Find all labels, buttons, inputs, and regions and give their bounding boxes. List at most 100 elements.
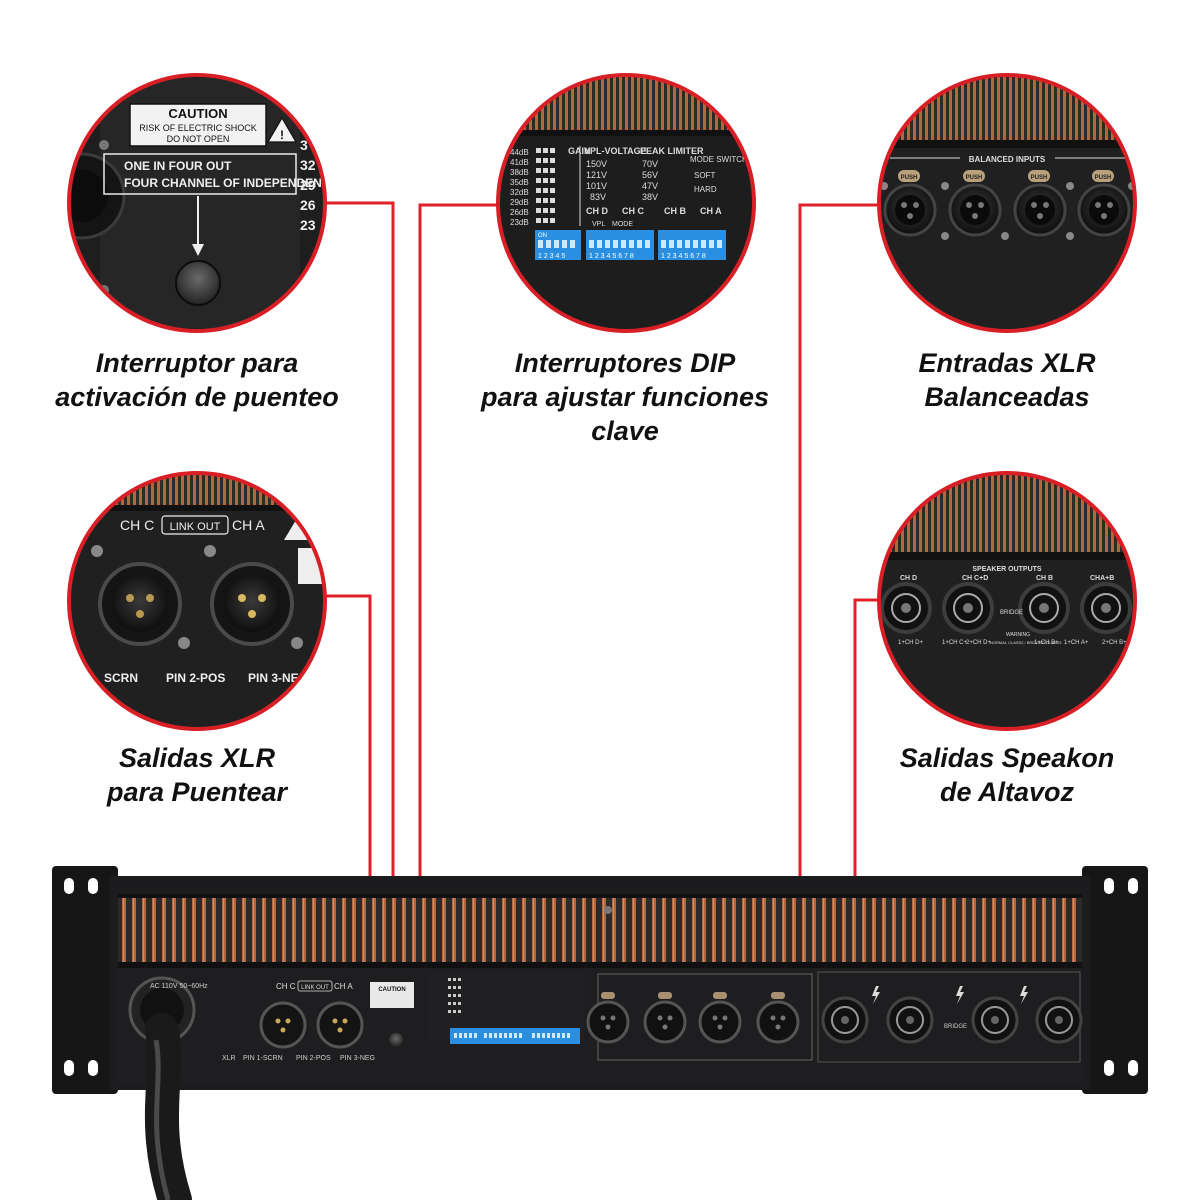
caption-xlr-inputs: Entradas XLR Balanceadas [846, 346, 1168, 414]
xlr-link-jack-ch-a[interactable] [210, 562, 294, 646]
speakon-pin-1: 1+CH C+ [942, 640, 968, 646]
speakon-jack-1[interactable] [880, 582, 932, 634]
gain-value-3: 26 [300, 197, 316, 213]
panel-bridge: BRIDGE [944, 1024, 967, 1030]
mode-switch-label: MODE SWITCH [690, 155, 748, 164]
ch-d-label: CH D [586, 206, 608, 216]
gain-value-4: 23 [300, 217, 316, 233]
dip-numbers-c: 1 2 3 4 5 6 7 8 [661, 253, 706, 260]
panel-link-out: LINK OUT [301, 985, 329, 991]
speakon-label-0: CH D [900, 575, 917, 582]
xlr-input-jack-1[interactable] [883, 170, 937, 237]
link-pin3: PIN 3-NE [248, 671, 299, 685]
volt-left-1: 121V [586, 170, 607, 180]
panel-speakon-4[interactable] [1035, 996, 1083, 1044]
speakon-jack-2[interactable] [942, 582, 994, 634]
xlr-input-jack-3[interactable] [1013, 170, 1067, 237]
speakon-label-3: CHA+B [1090, 575, 1114, 582]
caption-dip-line3: clave [591, 416, 659, 446]
power-cable [144, 1013, 192, 1200]
bridge-push-button[interactable] [175, 260, 221, 306]
dip-numbers-b: 1 2 3 4 5 6 7 8 [589, 253, 634, 260]
arrow-down-icon [192, 244, 204, 256]
link-pin2: PIN 2-POS [166, 671, 225, 685]
panel-caution: CAUTION [378, 987, 405, 993]
push-label-3: PUSH [1031, 175, 1048, 181]
xlr-input-jack-4[interactable] [1077, 170, 1131, 237]
rack-ear-right [1082, 866, 1148, 1094]
panel-speakon-1[interactable] [821, 996, 869, 1044]
panel-xlr-input-3[interactable] [698, 992, 742, 1044]
ch-a-label: CH A [700, 206, 722, 216]
panel-ch-a: CH A [334, 982, 353, 991]
panel-speakon-2[interactable] [886, 996, 934, 1044]
mode-line2: FOUR CHANNEL OF INDEPENDENT [124, 176, 330, 190]
db-value-4: 32dB [510, 188, 529, 197]
caption-bridge-line2: activación de puenteo [55, 382, 339, 412]
db-value-2: 38dB [510, 168, 529, 177]
volt-left-2: 101V [586, 181, 607, 191]
rack-ear-left [52, 866, 118, 1094]
dip-gain-label: GAIN [568, 146, 591, 156]
panel-pin2: PIN 2-POS [296, 1055, 331, 1062]
ac-label: AC 110V 50~60Hz [150, 983, 208, 990]
panel-xlr-ch-c[interactable] [259, 1001, 307, 1049]
caution-title: CAUTION [168, 106, 227, 121]
caption-speakon-line2: de Altavoz [939, 777, 1075, 807]
speakon-jack-4[interactable] [1080, 582, 1132, 634]
lightning-icons [872, 986, 1028, 1004]
volt-left-0: 150V [586, 159, 607, 169]
link-scrn: SCRN [104, 671, 138, 685]
caption-link-line1: Salidas XLR [118, 743, 276, 773]
panel-xlr-input-4[interactable] [756, 992, 800, 1044]
zoom-speakon-outputs: SPEAKER OUTPUTS CH D CH C+D CH B CHA+B [877, 471, 1137, 731]
mode-label: MODE [612, 221, 633, 228]
panel-xlr-input-1[interactable] [586, 992, 630, 1044]
heatsink-fins [118, 896, 1082, 964]
volt-right-1: 56V [642, 170, 658, 180]
speakon-label-2: CH B [1036, 575, 1053, 582]
caption-bridge-switch: Interruptor para activación de puenteo [18, 346, 376, 414]
warning-triangle-icon [284, 520, 308, 540]
speakon-pin-0: 1+CH D+ [898, 640, 924, 646]
push-label-2: PUSH [966, 175, 983, 181]
panel-bridge-button[interactable] [389, 1033, 403, 1047]
xlr-input-jack-2[interactable] [948, 170, 1002, 237]
db-value-0: 44dB [510, 148, 529, 157]
gain-value-1: 32 [300, 157, 316, 173]
xlr-link-jack-ch-c[interactable] [98, 562, 182, 646]
panel-ch-c: CH C [276, 982, 296, 991]
panel-pin3: PIN 3-NEG [340, 1055, 375, 1062]
db-value-3: 35dB [510, 178, 529, 187]
zoom-xlr-link-outputs: CH C LINK OUT CH A [67, 471, 327, 731]
push-label-1: PUSH [901, 175, 918, 181]
ch-b-label: CH B [664, 206, 686, 216]
panel-pin1: PIN 1-SCRN [243, 1055, 283, 1062]
db-value-7: 23dB [510, 218, 529, 227]
speakon-pin-2: 2+CH D+ [966, 640, 992, 646]
speakon-jack-3[interactable] [1018, 582, 1070, 634]
panel-speakon-3[interactable] [971, 996, 1019, 1044]
panel-xlr-input-2[interactable] [643, 992, 687, 1044]
volt-right-0: 70V [642, 159, 658, 169]
push-label-4: PUSH [1095, 175, 1112, 181]
link-ch-a: CH A [232, 517, 265, 533]
volt-right-3: 38V [642, 192, 658, 202]
caption-speakon: Salidas Speakon de Altavoz [846, 741, 1168, 809]
amplifier-rear-panel: AC 110V 50~60Hz CH C LINK OUT CH A XLR P… [52, 866, 1148, 1200]
zoom-xlr-inputs: BALANCED INPUTS [877, 73, 1137, 333]
caution-line1: RISK OF ELECTRIC SHOCK [139, 123, 257, 133]
balanced-inputs-title: BALANCED INPUTS [969, 155, 1046, 164]
panel-xlr-ch-a[interactable] [316, 1001, 364, 1049]
caption-dip-line1: Interruptores DIP [514, 348, 736, 378]
speaker-outputs-title: SPEAKER OUTPUTS [972, 566, 1042, 573]
zoom-dip-switches: GAIN 44dB 41dB 38dB 35dB 32dB 29dB 26dB … [496, 73, 756, 333]
speakon-bridge: BRIDGE [1000, 610, 1023, 616]
speakon-pin-4: 1+CH A+ [1064, 640, 1089, 646]
ch-c-label: CH C [622, 206, 644, 216]
gain-value-2: 29 [300, 177, 316, 193]
caption-speakon-line1: Salidas Speakon [899, 743, 1115, 773]
link-out-label: LINK OUT [170, 521, 221, 533]
line-bridge-switch [324, 201, 395, 1020]
